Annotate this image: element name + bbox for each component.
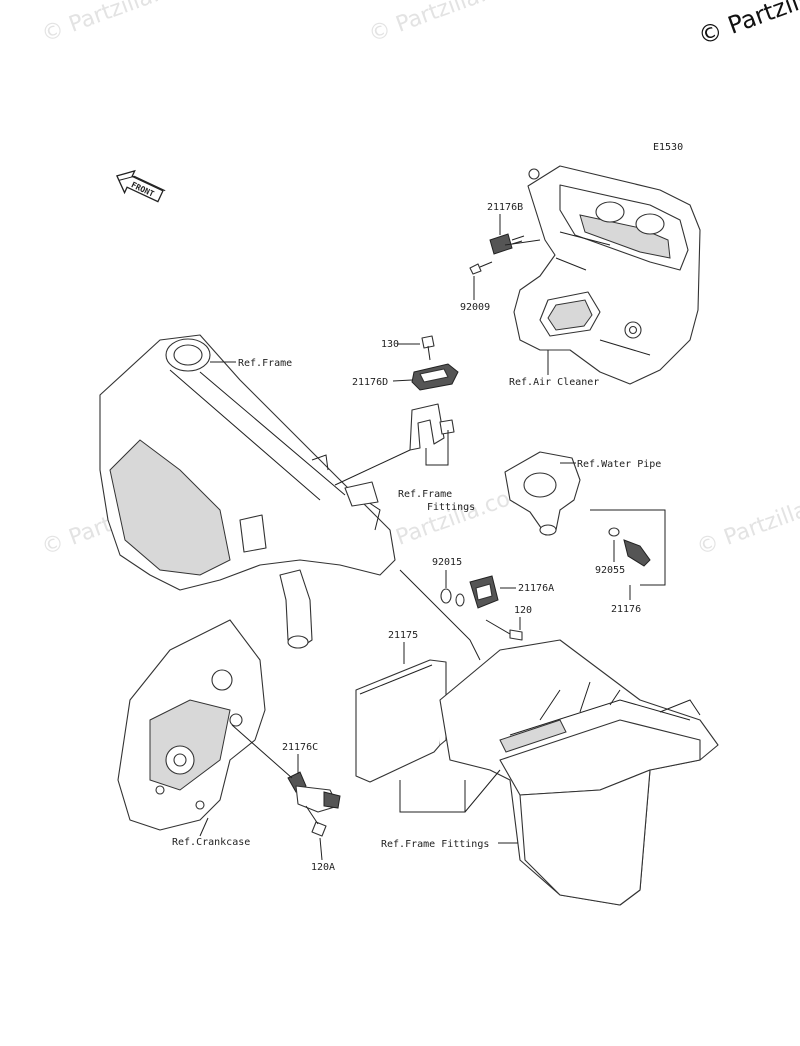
label-21176d: 21176D	[352, 377, 388, 388]
label-ref-frame-fittings-1: Ref.Frame	[398, 489, 452, 500]
label-21175: 21175	[388, 630, 418, 641]
crankcase	[117, 619, 266, 831]
air-cleaner-housing	[513, 165, 701, 385]
diagram-code: E1530	[653, 142, 683, 153]
screw-92009	[469, 261, 493, 275]
label-130: 130	[381, 339, 399, 350]
label-ref-water-pipe: Ref.Water Pipe	[577, 459, 661, 470]
water-pipe	[504, 451, 581, 536]
spacer-92015	[440, 588, 465, 607]
label-ref-frame-fittings-bottom: Ref.Frame Fittings	[381, 839, 489, 850]
label-92055: 92055	[595, 565, 625, 576]
bolt-120	[485, 619, 523, 641]
label-ref-frame-fittings-2: Fittings	[427, 502, 475, 513]
leader-frame-fittings	[425, 430, 449, 466]
watermark-top-left: © Partzilla.com	[39, 0, 207, 48]
leader-120a	[319, 837, 323, 861]
label-21176: 21176	[611, 604, 641, 615]
sensor-21176-group	[590, 509, 666, 586]
label-ref-frame: Ref.Frame	[238, 358, 292, 369]
label-21176b: 21176B	[487, 202, 523, 213]
ecu-21175	[355, 659, 447, 783]
sensor-21176d	[411, 363, 459, 391]
sensor-21176b	[489, 233, 541, 255]
leader-frame-to-battery	[399, 569, 481, 661]
label-120: 120	[514, 605, 532, 616]
sensor-21176a	[469, 575, 499, 609]
watermark-top-mid: © Partzilla.com	[366, 0, 534, 48]
label-120a: 120A	[311, 862, 335, 873]
leader-21176d	[392, 379, 413, 382]
frame-fittings-bracket	[409, 403, 455, 451]
label-21176a: 21176A	[518, 583, 554, 594]
sensor-21176c	[231, 724, 341, 813]
watermark-corner: © Partzilla	[694, 0, 800, 51]
label-92009: 92009	[460, 302, 490, 313]
frame	[99, 334, 396, 649]
bolt-130	[421, 335, 435, 361]
leader-ref-crankcase	[199, 817, 209, 837]
label-21176c: 21176C	[282, 742, 318, 753]
battery-case	[439, 639, 719, 906]
label-ref-crankcase: Ref.Crankcase	[172, 837, 250, 848]
label-92015: 92015	[432, 557, 462, 568]
watermark-mid-right: © Partzilla.com	[694, 479, 800, 561]
bolt-120a	[305, 805, 327, 837]
label-ref-air-cleaner: Ref.Air Cleaner	[509, 377, 599, 388]
leader-ref-frame-fittings-bottom	[399, 769, 501, 813]
front-arrow-icon: FRONT	[116, 169, 166, 203]
leader-frame-to-bracket	[334, 449, 411, 486]
